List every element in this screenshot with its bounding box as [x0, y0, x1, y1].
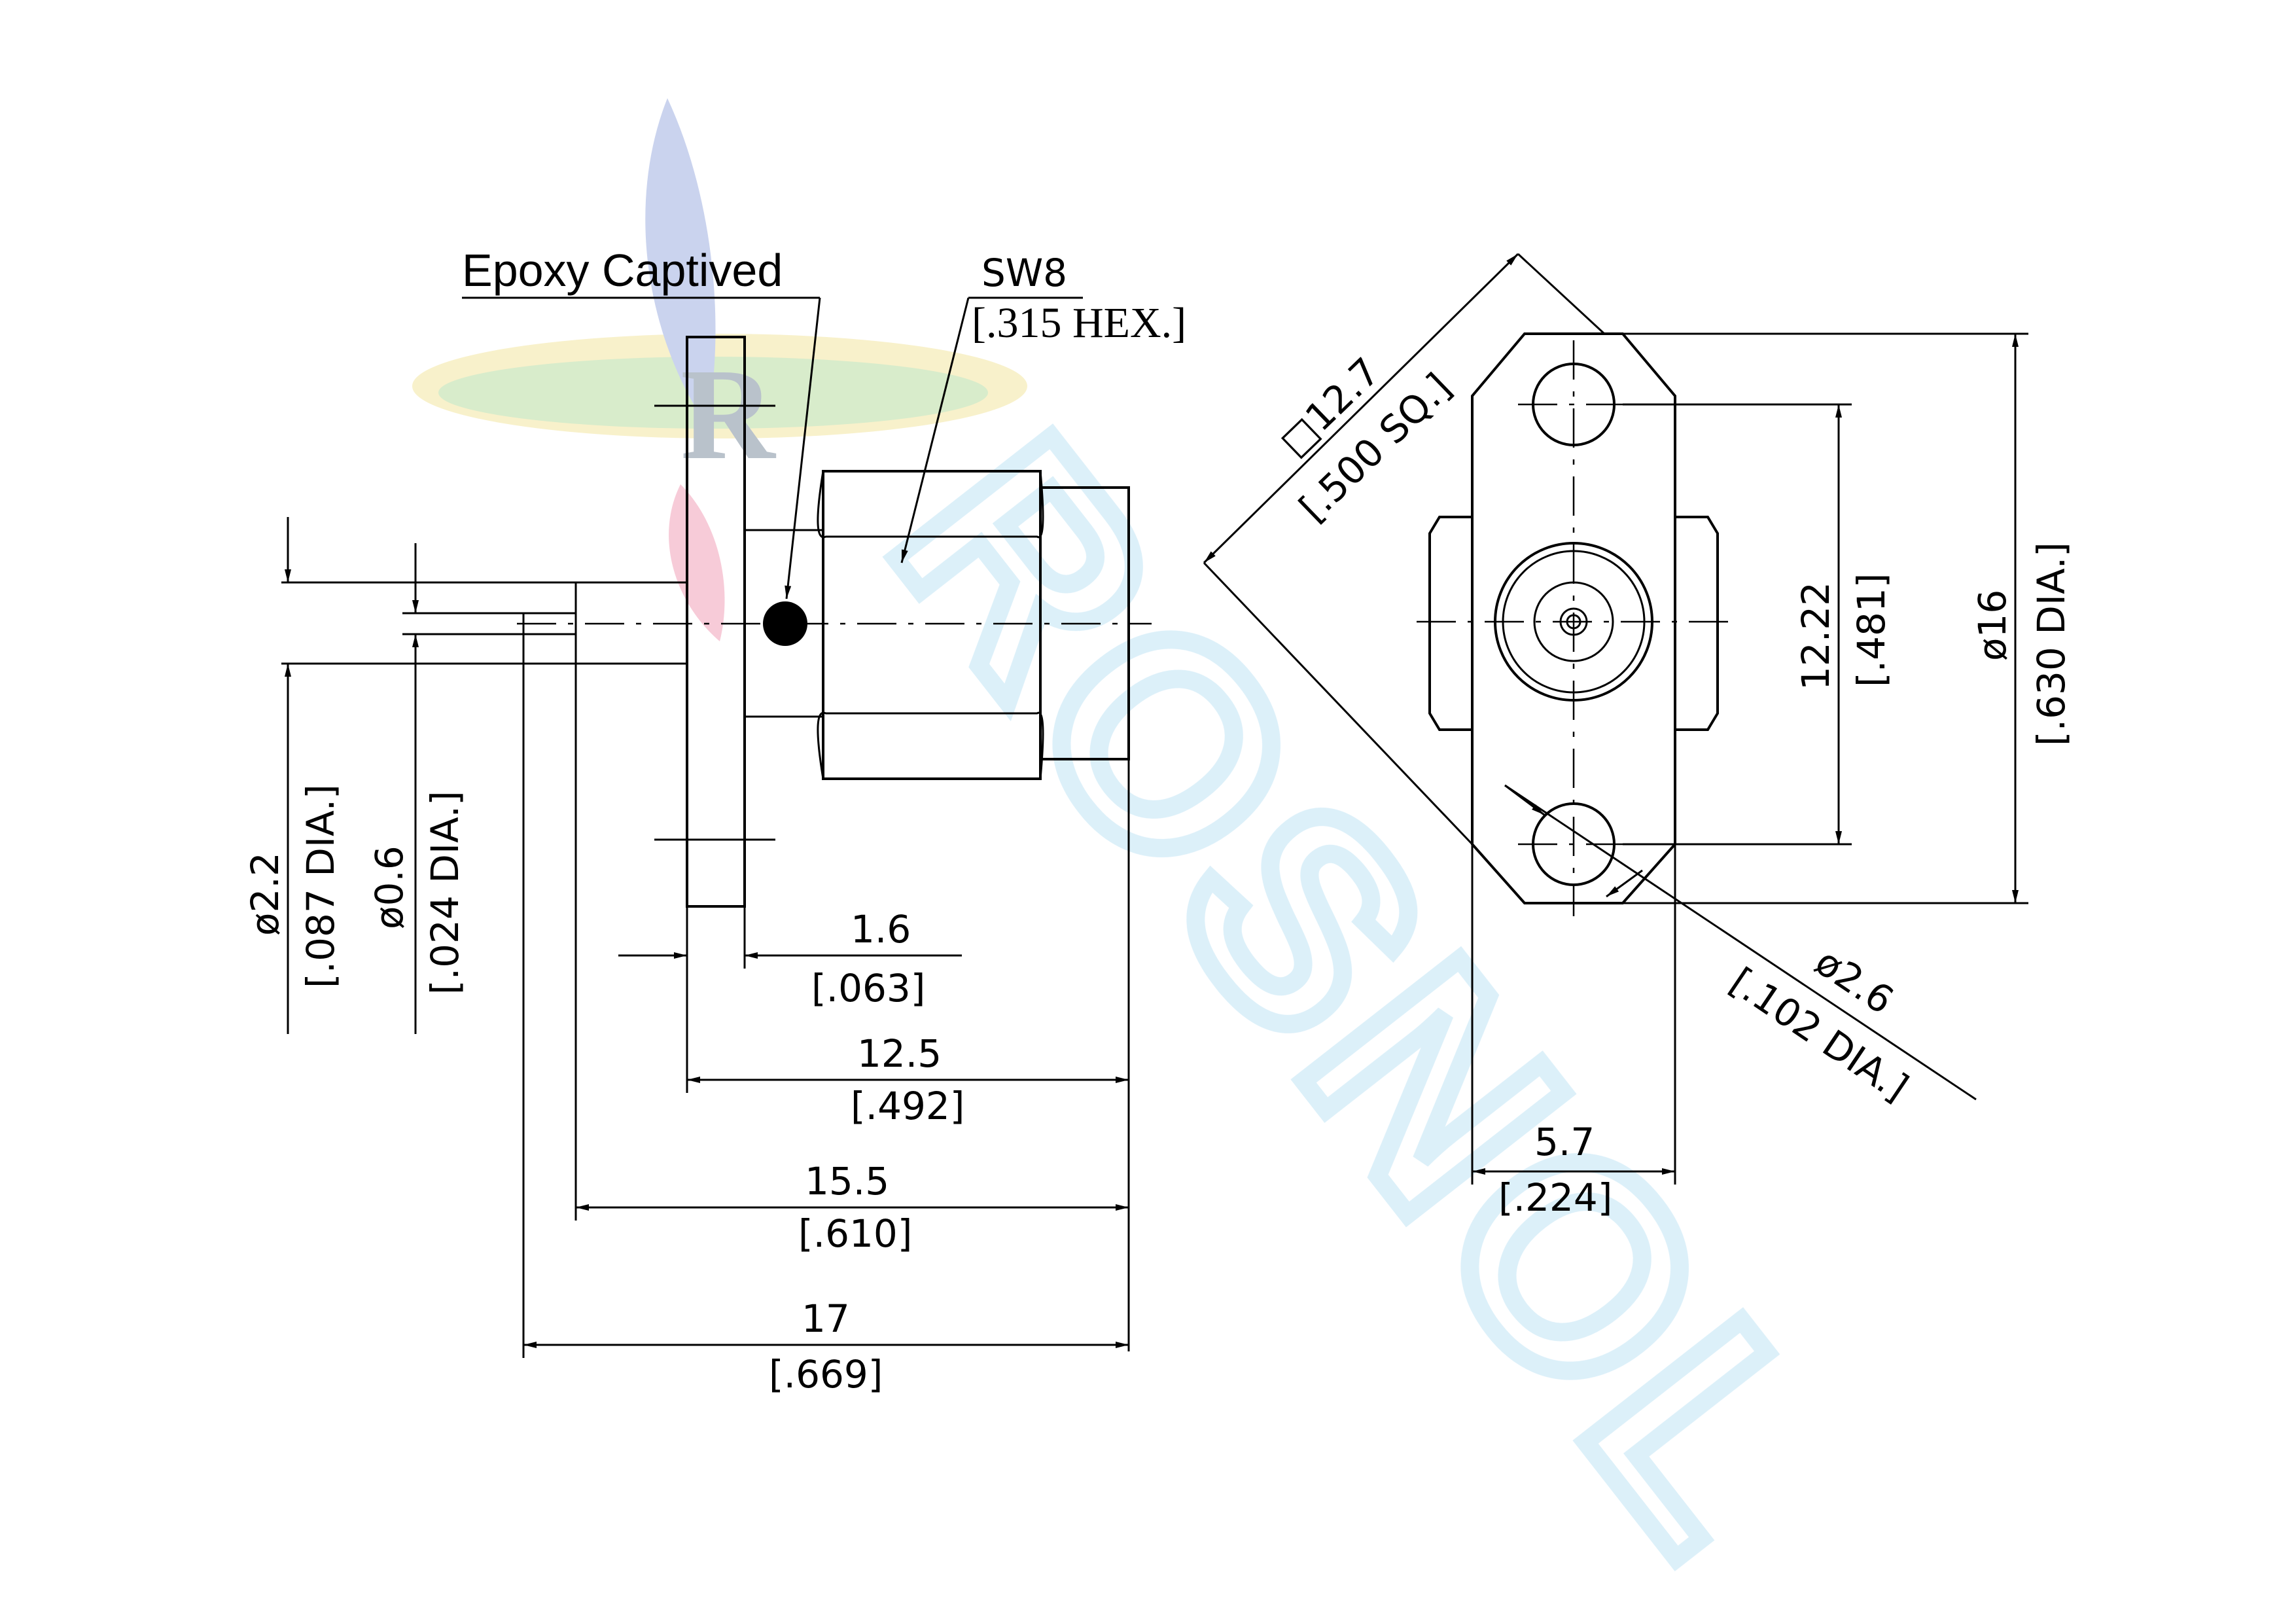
hex-body-left [1428, 516, 1472, 731]
hole-dia-leader [1504, 784, 1977, 1101]
flange-dia-inch-label: [.630 DIA.] [2029, 542, 2074, 746]
tip-dia-label: ø0.6 [367, 846, 412, 929]
watermark-logo-letter: R [680, 342, 777, 487]
len-body-label: 12.5 [857, 1031, 942, 1076]
len-body-inch-label: [.492] [851, 1084, 964, 1128]
tip-dia-inch-label: [.024 DIA.] [423, 791, 467, 995]
sq-ext-top [1517, 253, 1606, 335]
flange-thk-inch-label: [.063] [811, 966, 925, 1010]
flange-dia-label: ø16 [1970, 590, 2015, 661]
sq-dim-line [1203, 253, 1519, 564]
epoxy-leader [785, 297, 821, 599]
hole-dia-arrow-out [1606, 869, 1643, 898]
len-total-label: 17 [802, 1296, 850, 1341]
hole-dia-arrow-in [1504, 784, 1545, 816]
pin-dia-label: ø2.2 [243, 852, 287, 936]
len-mid-inch-label: [.610] [798, 1211, 912, 1256]
hex-leader [900, 297, 970, 563]
len-mid-label: 15.5 [805, 1159, 889, 1204]
hole-spacing-label: 12.22 [1793, 582, 1838, 690]
watermark-logo: R [412, 98, 1027, 641]
hex-size-inch-label: [.315 HEX.] [972, 299, 1186, 347]
hole-spacing-inch-label: [.481] [1849, 573, 1894, 687]
hex-nut-top-facet [817, 471, 1044, 539]
len-total-inch-label: [.669] [769, 1352, 883, 1397]
flange-width-inch-label: [.224] [1498, 1175, 1612, 1220]
flange-width-label: 5.7 [1534, 1120, 1595, 1164]
flange-thk-label: 1.6 [851, 907, 911, 952]
epoxy-dot [763, 601, 807, 646]
front-view: □12.7 [.500 SQ.] 12.22 [.481] ø16 [.630 … [1203, 253, 2074, 1220]
coupling-sleeve [1039, 486, 1130, 760]
side-view: Epoxy Captived SW8 [.315 HEX.] ø2.2 [.08… [243, 245, 1186, 1397]
epoxy-captived-label: Epoxy Captived [462, 245, 783, 296]
hex-body-right [1675, 516, 1719, 731]
hex-size-label: SW8 [981, 251, 1067, 295]
hex-nut-bottom-facet [817, 711, 1044, 779]
pin-dia-inch-label: [.087 DIA.] [298, 784, 343, 988]
sq-ext-left [1203, 562, 1474, 846]
